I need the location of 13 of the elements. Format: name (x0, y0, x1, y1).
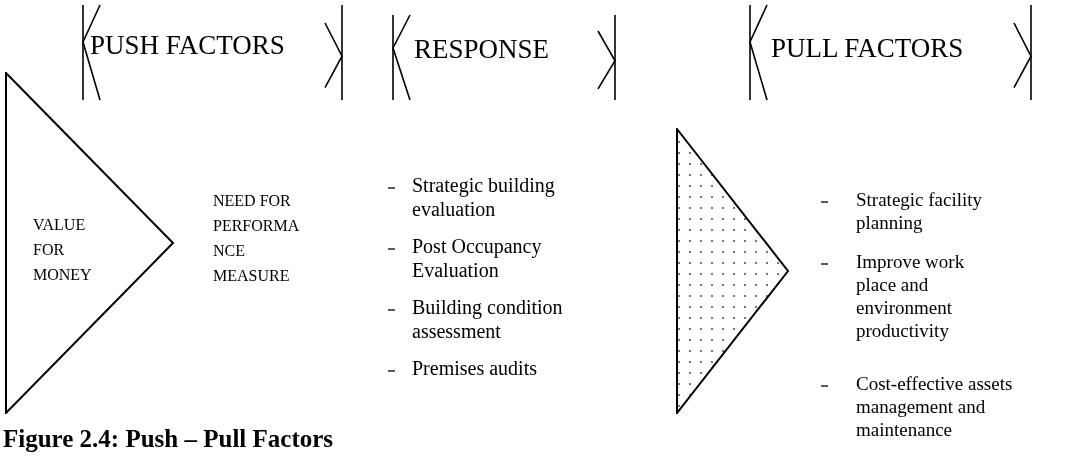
bullet-item: Strategic facility planning (856, 188, 984, 234)
bullet-item: Strategic building evaluation (412, 173, 556, 221)
figure-caption: Figure 2.4: Push – Pull Factors (3, 425, 334, 453)
bullet-item: Building condition assessment (412, 295, 564, 343)
text-label: NEED FOR PERFORMA NCE MEASURE (213, 191, 298, 286)
bullet-item: Premises audits (412, 356, 538, 380)
bullet-item: Post Occupancy Evaluation (412, 234, 543, 282)
bullet-item: Cost-effective assets management and maintenance (856, 372, 1014, 441)
triangle-label: VALUE FOR MONEY (33, 215, 93, 285)
bullet-item: Improve work place and environment productivity (856, 250, 966, 342)
column-heading: PULL FACTORS (771, 33, 964, 63)
column-heading: RESPONSE (414, 34, 550, 64)
column-heading: PUSH FACTORS (90, 30, 285, 60)
